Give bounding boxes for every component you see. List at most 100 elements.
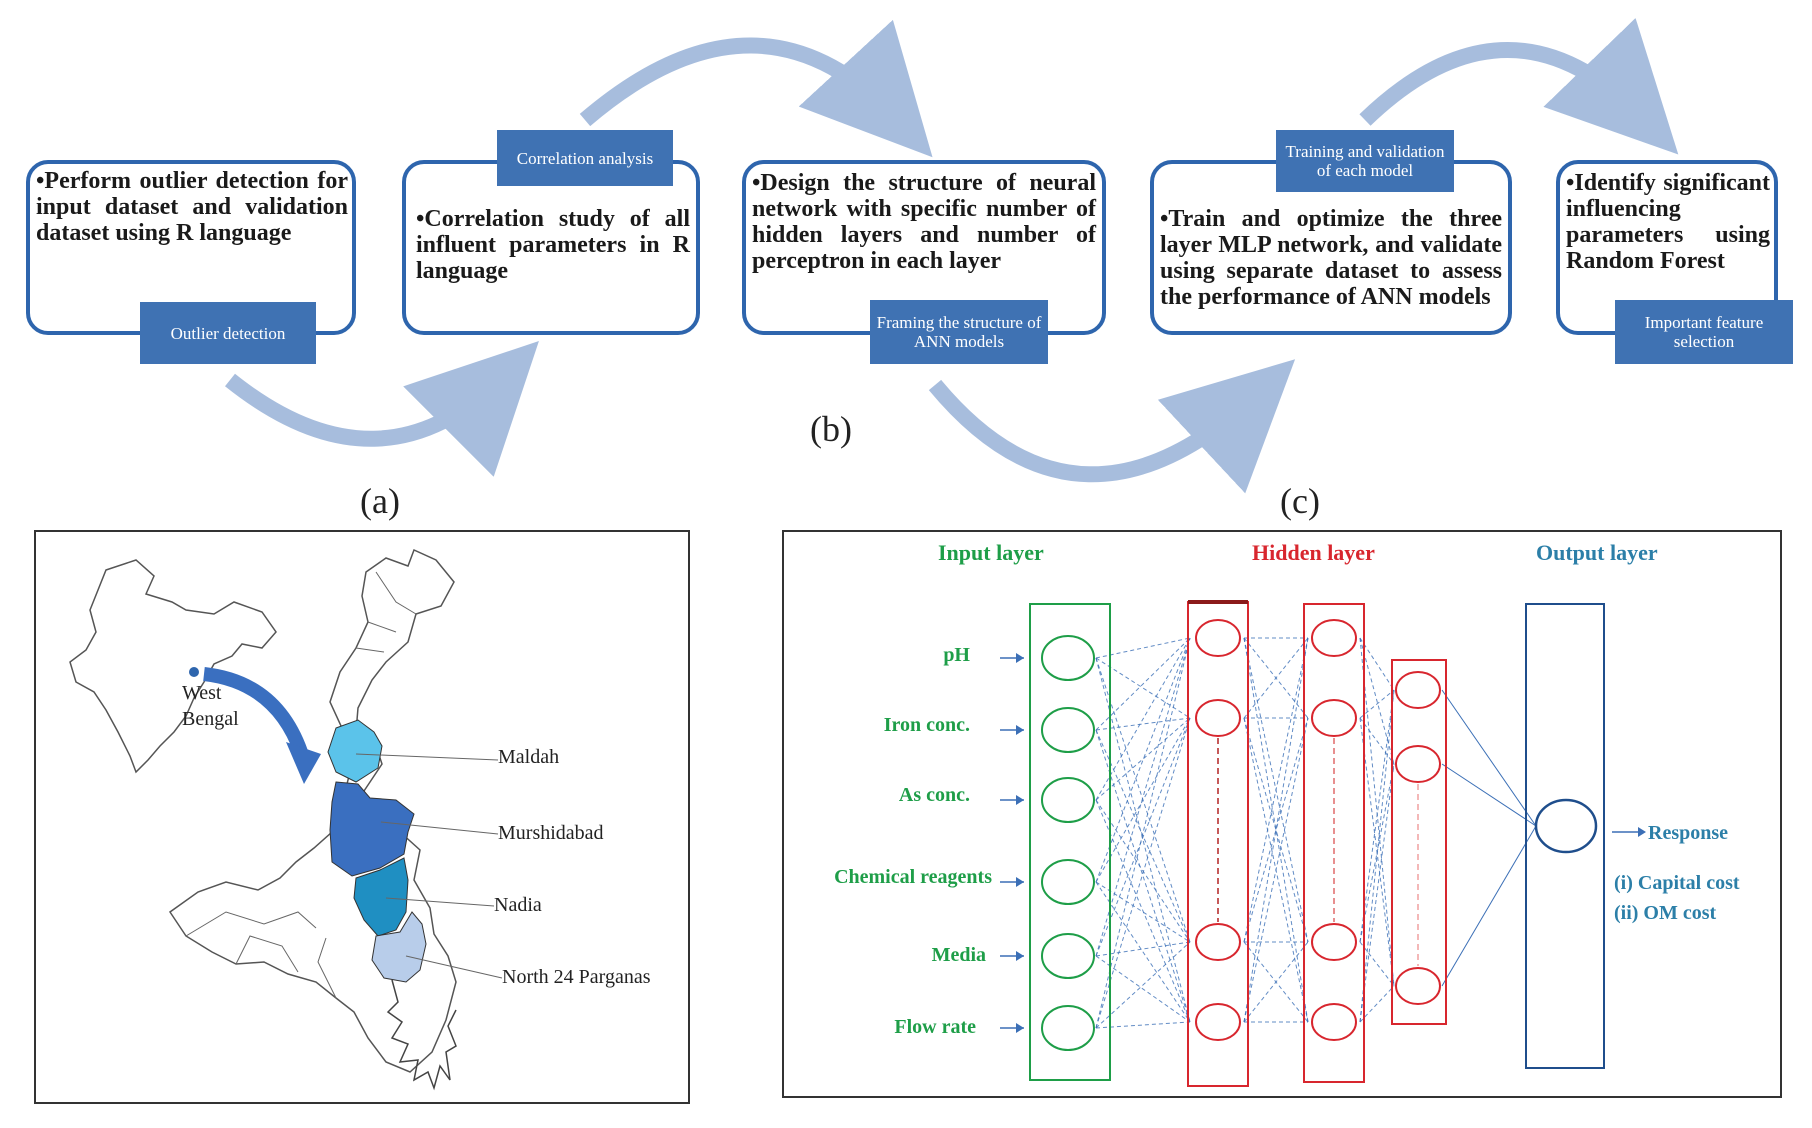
link-h3-output bbox=[1441, 763, 1537, 827]
district-maldah bbox=[327, 719, 383, 783]
input-arrowhead bbox=[1016, 795, 1024, 805]
link-input-h1 bbox=[1095, 799, 1191, 1023]
link-input-h1 bbox=[1095, 657, 1191, 719]
link-h1-h2 bbox=[1243, 717, 1309, 1023]
link-h1-h2 bbox=[1243, 637, 1309, 719]
link-input-h1 bbox=[1095, 637, 1191, 883]
west-bengal-dot bbox=[189, 667, 199, 677]
link-input-h1 bbox=[1095, 637, 1191, 801]
link-input-h1 bbox=[1095, 717, 1191, 731]
link-h1-h2 bbox=[1243, 637, 1309, 943]
label-nadia: Nadia bbox=[494, 894, 542, 916]
district-north-24-parganas bbox=[371, 911, 427, 983]
link-input-h1 bbox=[1095, 717, 1191, 883]
pointer-arrow bbox=[203, 667, 308, 755]
output-capital-cost: (i) Capital cost bbox=[1614, 872, 1740, 894]
panel-label-b: (b) bbox=[810, 409, 852, 449]
input-arrowhead bbox=[1016, 1023, 1024, 1033]
link-h2-h3 bbox=[1359, 763, 1395, 1023]
input-arrowhead bbox=[1016, 725, 1024, 735]
link-h2-h3 bbox=[1359, 637, 1395, 765]
link-h2-h3 bbox=[1359, 689, 1395, 943]
link-input-h1 bbox=[1095, 637, 1191, 659]
link-input-h1 bbox=[1095, 717, 1191, 1029]
link-input-h1 bbox=[1095, 637, 1191, 957]
tag-important-feature-selection: Important feature selection bbox=[1615, 300, 1793, 364]
hidden-1-node bbox=[1195, 619, 1241, 657]
curved-arrow-3 bbox=[928, 359, 1296, 494]
hidden-layer-2-box bbox=[1303, 603, 1365, 1083]
link-input-h1 bbox=[1095, 799, 1191, 943]
input-node bbox=[1041, 1005, 1095, 1051]
hidden-2-node bbox=[1311, 1003, 1357, 1041]
curved-arrow-2 bbox=[579, 19, 933, 158]
hidden-3-node bbox=[1395, 745, 1441, 783]
panel-label-c: (c) bbox=[1280, 481, 1320, 521]
output-om-cost: (ii) OM cost bbox=[1614, 902, 1717, 924]
curved-arrow-4 bbox=[1359, 17, 1679, 155]
hidden-2-node bbox=[1311, 699, 1357, 737]
output-layer-box bbox=[1525, 603, 1605, 1069]
link-h1-h2 bbox=[1243, 717, 1309, 943]
link-h2-h3 bbox=[1359, 717, 1395, 765]
input-label-iron: Iron conc. bbox=[883, 714, 970, 736]
step-text-framing: •Design the structure of neural network … bbox=[752, 170, 1096, 274]
hidden-layer-title: Hidden layer bbox=[1252, 540, 1375, 565]
link-h1-h2 bbox=[1243, 941, 1309, 1023]
map-panel: West Bengal Maldah Murshidabad Nadia Nor… bbox=[34, 530, 690, 1104]
link-input-h1 bbox=[1095, 941, 1191, 1029]
input-label-chemical: Chemical reagents bbox=[834, 866, 992, 888]
link-input-h1 bbox=[1095, 637, 1191, 731]
link-input-h1 bbox=[1095, 881, 1191, 1023]
response-label: Response bbox=[1648, 822, 1729, 844]
west-bengal-label: West Bengal bbox=[182, 682, 239, 730]
output-layer-title: Output layer bbox=[1536, 540, 1658, 565]
link-h1-h2 bbox=[1243, 637, 1309, 1023]
hidden-1-node bbox=[1195, 1003, 1241, 1041]
input-node bbox=[1041, 933, 1095, 979]
link-h1-h2 bbox=[1243, 637, 1309, 1023]
input-node bbox=[1041, 635, 1095, 681]
step-text-outlier: •Perform outlier detection for input dat… bbox=[36, 168, 348, 246]
link-input-h1 bbox=[1095, 1021, 1191, 1029]
hidden-2-node bbox=[1311, 923, 1357, 961]
district-nadia bbox=[353, 857, 409, 937]
map-svg bbox=[69, 548, 503, 1091]
input-arrowhead bbox=[1016, 951, 1024, 961]
output-node bbox=[1534, 798, 1598, 854]
tag-training-validation: Training and validation of each model bbox=[1276, 130, 1454, 192]
curved-arrow-1 bbox=[225, 341, 539, 477]
input-node bbox=[1041, 859, 1095, 905]
link-h2-h3 bbox=[1359, 763, 1395, 943]
hidden-3-node bbox=[1395, 671, 1441, 709]
link-input-h1 bbox=[1095, 729, 1191, 1023]
step-text-correlation: •Correlation study of all influent param… bbox=[416, 206, 690, 284]
link-h2-h3 bbox=[1359, 637, 1395, 691]
input-node bbox=[1041, 707, 1095, 753]
input-label-ph: pH bbox=[943, 644, 970, 666]
step-text-training: •Train and optimize the three layer MLP … bbox=[1160, 206, 1502, 310]
link-h2-h3 bbox=[1359, 689, 1395, 719]
hidden-1-node bbox=[1195, 699, 1241, 737]
link-input-h1 bbox=[1095, 637, 1191, 1029]
label-maldah: Maldah bbox=[498, 746, 560, 768]
link-input-h1 bbox=[1095, 941, 1191, 957]
link-h3-output bbox=[1441, 825, 1537, 987]
hidden-1-node bbox=[1195, 923, 1241, 961]
hidden-2-node bbox=[1311, 619, 1357, 657]
label-north-24-parganas: North 24 Parganas bbox=[502, 966, 651, 988]
ann-panel bbox=[782, 530, 1782, 1098]
tag-framing-structure: Framing the structure of ANN models bbox=[870, 300, 1048, 364]
link-h2-h3 bbox=[1359, 985, 1395, 1023]
input-label-flow: Flow rate bbox=[894, 1016, 976, 1038]
link-input-h1 bbox=[1095, 717, 1191, 957]
input-node bbox=[1041, 777, 1095, 823]
link-h2-h3 bbox=[1359, 637, 1395, 987]
input-arrowhead bbox=[1016, 653, 1024, 663]
link-h2-h3 bbox=[1359, 689, 1395, 1023]
link-h1-h2 bbox=[1243, 717, 1309, 943]
step-box-correlation bbox=[402, 160, 700, 335]
input-layer-title: Input layer bbox=[938, 540, 1044, 565]
